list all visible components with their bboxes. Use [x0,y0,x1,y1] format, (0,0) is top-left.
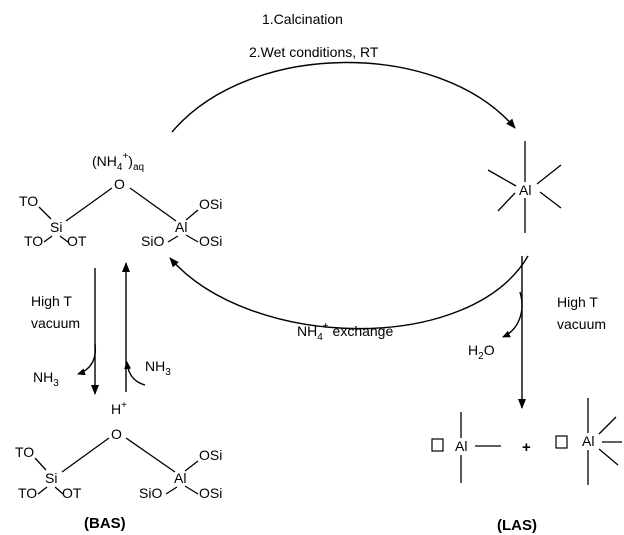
bond-al-sio [167,235,179,243]
bond-o-si-bottom [61,437,110,473]
bridge-oxygen: O [114,176,125,192]
bond-o-al-bottom [125,437,176,473]
osi-bottom: OSi [199,233,222,249]
proton: H+ [111,400,127,417]
las-al-pentacoordinate: Al [582,433,594,449]
osi-top-bottom: OSi [199,447,222,463]
nh3-uptake-arrow [124,361,146,386]
penta-bond-upper-right [598,416,617,435]
las-structures: Al + Al (LAS) [431,398,622,534]
oct-bond-lower-right [539,191,562,209]
bottom-arc-group: NH4+ exchange [169,255,529,343]
to-bottom: TO [24,233,43,249]
left-arrows-group: High T vacuum NH3 NH3 [31,262,171,395]
aluminum-atom: Al [175,219,187,235]
bond-al-osi-top [185,209,199,221]
penta-bond-lower-right [598,448,619,466]
aluminum-atom-bottom: Al [174,470,186,486]
bond-si-to [43,235,53,243]
las-al-tricoordinate: Al [455,438,467,454]
octahedral-al-atom: Al [519,182,531,198]
bas-top-structure: (NH4+)aq O Si Al TO TO OT SiO OSi OSi [19,151,222,249]
ot-label: OT [67,233,87,249]
bond-si-ot [59,235,69,243]
silicon-atom-bottom: Si [45,470,57,486]
vacancy-box-left [431,438,444,452]
water-label: H2O [468,342,495,362]
ammonium-cation: (NH4+)aq [92,151,144,173]
oct-bond-upper-left [487,169,517,187]
high-t-left: High T [31,293,72,309]
las-label: (LAS) [497,517,537,534]
oct-bond-upper-right [536,164,562,185]
to-top-bottom: TO [15,444,34,460]
bond-al-osi-top-bottom [184,460,199,472]
to-bottom-bottom: TO [18,485,37,501]
silicon-atom: Si [50,219,62,235]
ot-label-bottom: OT [62,485,82,501]
high-t-right: High T [557,294,598,310]
nh3-release-arrow [77,343,97,376]
vacancy-box-right [555,435,568,449]
octahedral-al: Al [487,141,562,233]
bond-to-si-bottom [34,457,47,471]
water-release-arrow [502,291,523,338]
plus-sign: + [522,439,531,456]
right-arrow-group: High T vacuum H2O [468,256,606,409]
sio-label-bottom: SiO [139,485,162,501]
bottom-arc-arrow [169,255,529,330]
bond-o-si [65,187,113,222]
top-arc-group: 1.Calcination 2.Wet conditions, RT [171,11,516,133]
nh4-exchange-label: NH4+ exchange [297,321,393,343]
bond-al-sio-bottom [165,486,178,495]
oct-bond-lower-left [497,192,516,212]
bond-to-si [38,206,52,220]
sio-label: SiO [141,233,164,249]
osi-top: OSi [199,196,222,212]
bond-si-ot-bottom [54,486,64,495]
nh3-in-label: NH3 [145,358,171,378]
bond-si-to-bottom [37,486,48,495]
step2-label: 2.Wet conditions, RT [249,44,379,60]
bas-bottom-structure: H+ O Si Al TO TO OT SiO OSi OSi (BAS) [15,400,222,532]
vacuum-left: vacuum [31,315,80,331]
bond-o-al [129,187,177,222]
vacuum-right: vacuum [557,316,606,332]
bas-label: (BAS) [84,515,126,532]
top-arc-arrow [171,61,516,133]
bond-al-osi-bottom-bottom [184,485,199,495]
step1-label: 1.Calcination [262,11,343,27]
nh3-out-label: NH3 [33,369,59,389]
bridge-oxygen-bottom: O [111,426,122,442]
bond-al-osi-bottom [185,234,199,243]
to-top: TO [19,193,38,209]
osi-bottom-bottom: OSi [199,485,222,501]
